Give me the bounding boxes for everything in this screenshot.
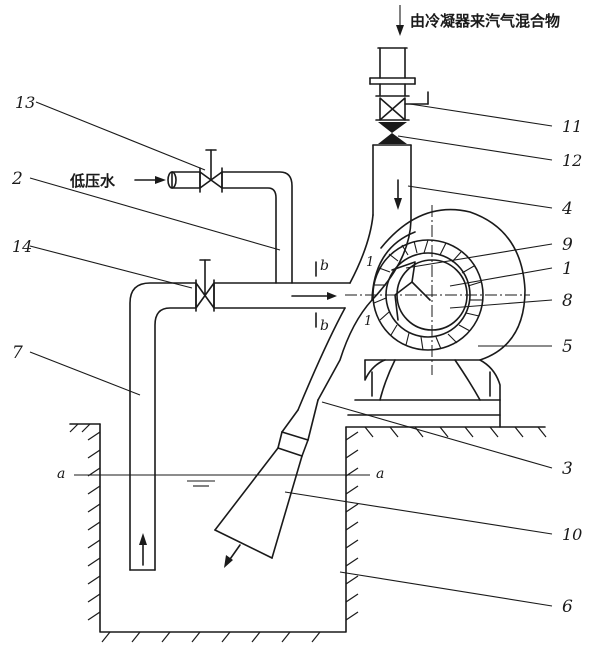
label-5: 5 [562,337,573,357]
water-tank [69,423,547,643]
label-12: 12 [562,151,582,170]
label-2: 2 [11,169,23,189]
label-6: 6 [562,597,573,617]
section-b-bottom: b [320,318,329,334]
label-1: 1 [562,259,573,279]
label-9: 9 [562,235,573,255]
valves-top [369,47,429,144]
label-8: 8 [562,291,573,311]
label-13: 13 [15,93,35,112]
water-level [74,474,370,487]
section-a-right: a [376,466,384,482]
valve-14 [195,259,215,312]
top-inlet-annotation: 由冷凝器来汽气混合物 [410,12,560,30]
leader-lines [29,5,553,607]
label-10: 10 [562,525,582,544]
ejector-body [214,144,412,568]
label-14: 14 [12,237,32,256]
section-1-bottom: 1 [364,314,372,329]
suction-pipe-7 [129,282,197,571]
water-flow-arrow [327,292,337,300]
suction-flow-arrow [139,533,147,545]
label-7: 7 [12,343,23,363]
section-1-top: 1 [366,255,374,270]
label-11: 11 [562,117,582,136]
mixture-flow-arrow [394,198,402,210]
inlet-flow-arrow [155,176,166,184]
label-3: 3 [562,459,573,479]
section-a-left: a [57,466,65,482]
label-4: 4 [561,199,573,219]
section-b-top: b [320,258,329,274]
low-pressure-water-annotation: 低压水 [69,172,116,190]
horizontal-water-pipe [213,261,351,328]
water-ring-pump-5 [345,205,530,428]
low-pressure-water-pipe-2 [134,149,293,284]
discharge-flow-arrow [224,555,233,568]
